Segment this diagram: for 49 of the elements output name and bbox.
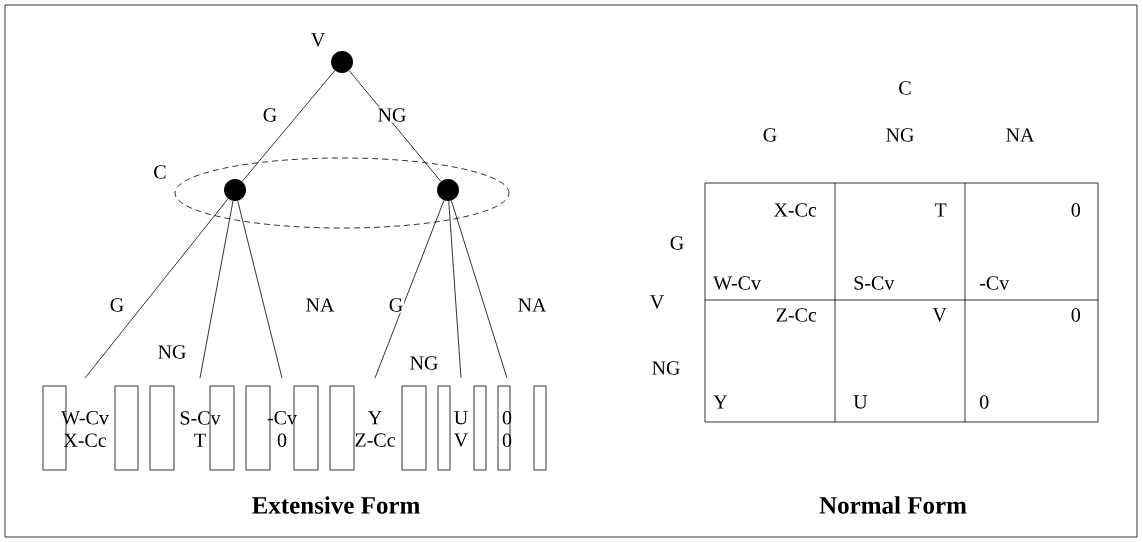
edge-label: NA xyxy=(304,297,336,313)
payoff-text: X-Cc xyxy=(773,203,817,217)
branch-line xyxy=(84,198,229,379)
information-set-ellipse xyxy=(174,157,510,229)
decision-node xyxy=(224,179,246,201)
panel-title: Extensive Form xyxy=(252,496,420,514)
branch-line xyxy=(241,70,336,182)
edge-label: NG xyxy=(376,107,408,123)
strategy-label: NA xyxy=(1006,128,1035,142)
payoff-text: Z-Cc xyxy=(776,308,817,322)
branch-line xyxy=(450,200,508,379)
edge-label: G xyxy=(261,107,279,123)
strategy-label: G xyxy=(763,128,777,142)
payoff-text: 0 0 xyxy=(502,411,512,447)
player-label: C xyxy=(154,165,166,179)
edge-label: NG xyxy=(408,355,440,371)
decision-node xyxy=(437,179,459,201)
edge-label: NG xyxy=(156,344,188,360)
edge-label: G xyxy=(108,297,126,313)
strategy-label: NG xyxy=(886,128,914,142)
player-label: V xyxy=(650,295,664,309)
payoff-text: U V xyxy=(454,411,468,447)
payoff-text: S-Cv xyxy=(854,276,895,290)
branch-line xyxy=(237,200,283,379)
branch-line xyxy=(348,70,442,182)
payoff-text: W-Cv X-Cc xyxy=(61,411,109,447)
payoff-text: T xyxy=(934,203,947,217)
payoff-text: W-Cv xyxy=(713,276,761,290)
payoff-text: U xyxy=(853,395,868,409)
payoff-text: V xyxy=(932,308,947,322)
payoff-text: 0 xyxy=(980,395,989,409)
payoff-text: -Cv xyxy=(979,276,1010,290)
player-label: V xyxy=(311,33,325,47)
branch-line xyxy=(448,200,462,379)
branch-line xyxy=(374,200,445,379)
player-label: C xyxy=(899,81,911,95)
edge-label: G xyxy=(387,297,405,313)
payoff-text: Y xyxy=(713,395,728,409)
payoff-text: -Cv 0 xyxy=(267,411,297,447)
payoff-text: S-Cv T xyxy=(180,411,221,447)
panel-title: Normal Form xyxy=(819,496,967,514)
strategy-label: G xyxy=(670,236,684,250)
edge-label: NA xyxy=(516,297,548,313)
strategy-label: NG xyxy=(652,361,680,375)
branch-line xyxy=(199,200,234,379)
payoff-text: 0 xyxy=(1071,203,1081,217)
payoff-text: 0 xyxy=(1071,308,1081,322)
decision-node xyxy=(331,51,353,73)
payoff-text: Y Z-Cc xyxy=(355,411,395,447)
